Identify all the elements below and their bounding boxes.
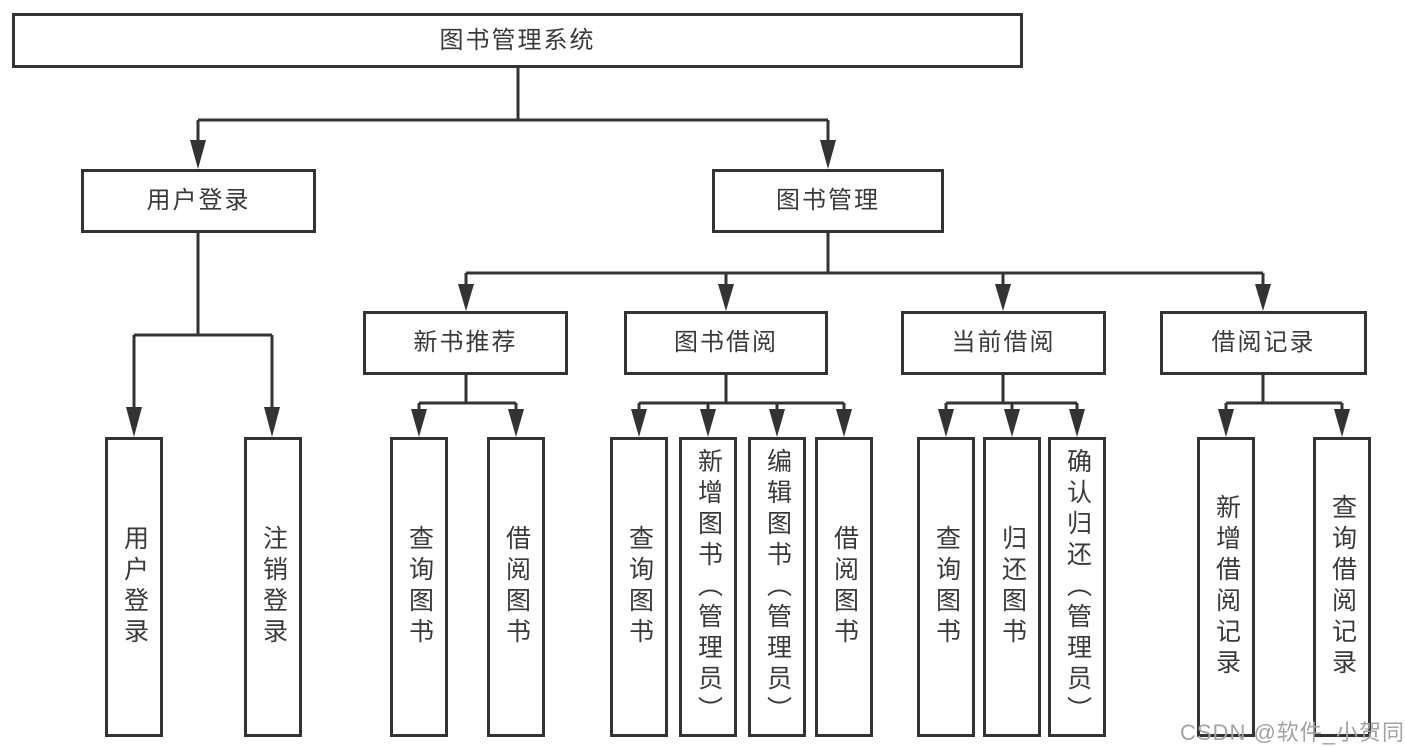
connector-newbooks-to-leaves (417, 375, 518, 411)
node-query-borrow-record: 查询借阅记录 (1313, 437, 1371, 737)
node-label: 用户登录 (146, 187, 251, 214)
node-query-books-current: 查询图书 (917, 437, 975, 737)
arrowhead (836, 409, 852, 437)
connector-currentborrow-to-leaves (944, 375, 1079, 411)
connector-bookborrow-to-leaves (637, 375, 846, 411)
connector-records-to-leaves (1224, 375, 1344, 411)
arrowhead (820, 140, 836, 169)
node-label: 确认归还（管理员） (1063, 447, 1092, 727)
node-label: 图书管理 (776, 187, 880, 214)
arrowhead (1334, 409, 1350, 437)
node-label: 当前借阅 (951, 329, 1056, 356)
arrowhead (1004, 409, 1020, 437)
arrowhead (769, 409, 785, 437)
node-borrow-books-borrowing: 借阅图书 (815, 437, 873, 737)
arrowhead (190, 140, 206, 169)
arrowhead (995, 284, 1011, 311)
arrowhead (1255, 284, 1271, 311)
node-return-books: 归还图书 (983, 437, 1041, 737)
node-borrow-books-newbook: 借阅图书 (487, 437, 545, 737)
connector-root-to-level2 (196, 68, 830, 142)
node-label: 注销登录 (259, 525, 288, 649)
node-label: 图书借阅 (674, 329, 778, 356)
node-label: 借阅记录 (1211, 329, 1316, 356)
arrowhead (411, 409, 427, 437)
arrowhead (1069, 409, 1085, 437)
node-borrowing-records: 借阅记录 (1160, 311, 1367, 375)
arrowhead (264, 407, 280, 437)
connector-userlogin-to-leaves (132, 233, 274, 409)
node-label: 编辑图书（管理员） (763, 447, 792, 727)
node-new-book-recommend: 新书推荐 (363, 311, 568, 375)
arrowhead (700, 409, 716, 437)
node-confirm-return-admin: 确认归还（管理员） (1048, 437, 1106, 737)
node-label: 新增借阅记录 (1212, 494, 1241, 680)
connector-bookmgmt-to-level3 (464, 233, 1265, 286)
node-label: 用户登录 (120, 525, 149, 649)
arrowhead (126, 407, 142, 437)
node-logout: 注销登录 (244, 437, 302, 737)
node-user-login-leaf: 用户登录 (105, 437, 163, 737)
arrowhead (718, 284, 734, 311)
node-add-borrow-record: 新增借阅记录 (1197, 437, 1255, 737)
node-edit-books-admin: 编辑图书（管理员） (748, 437, 806, 737)
node-label: 新增图书（管理员） (694, 447, 723, 727)
watermark-text: CSDN @软件_小贺同学 (1180, 720, 1405, 745)
node-query-books-newbook: 查询图书 (390, 437, 448, 737)
node-label: 归还图书 (998, 525, 1027, 649)
node-label: 借阅图书 (502, 525, 531, 649)
node-label: 查询图书 (405, 525, 434, 649)
node-book-borrowing: 图书借阅 (624, 311, 828, 375)
node-book-management: 图书管理 (712, 169, 944, 233)
arrowhead (631, 409, 647, 437)
node-query-books-borrowing: 查询图书 (610, 437, 668, 737)
node-user-login: 用户登录 (81, 169, 316, 233)
node-label: 借阅图书 (830, 525, 859, 649)
node-library-system: 图书管理系统 (12, 13, 1023, 68)
node-label: 查询图书 (932, 525, 961, 649)
arrowhead (508, 409, 524, 437)
node-label: 图书管理系统 (439, 26, 596, 54)
arrowhead (938, 409, 954, 437)
arrowhead (1218, 409, 1234, 437)
node-current-borrowing: 当前借阅 (901, 311, 1106, 375)
node-add-books-admin: 新增图书（管理员） (679, 437, 737, 737)
node-label: 查询图书 (625, 525, 654, 649)
node-label: 查询借阅记录 (1328, 494, 1357, 680)
node-label: 新书推荐 (413, 329, 518, 356)
arrowhead (458, 284, 474, 311)
